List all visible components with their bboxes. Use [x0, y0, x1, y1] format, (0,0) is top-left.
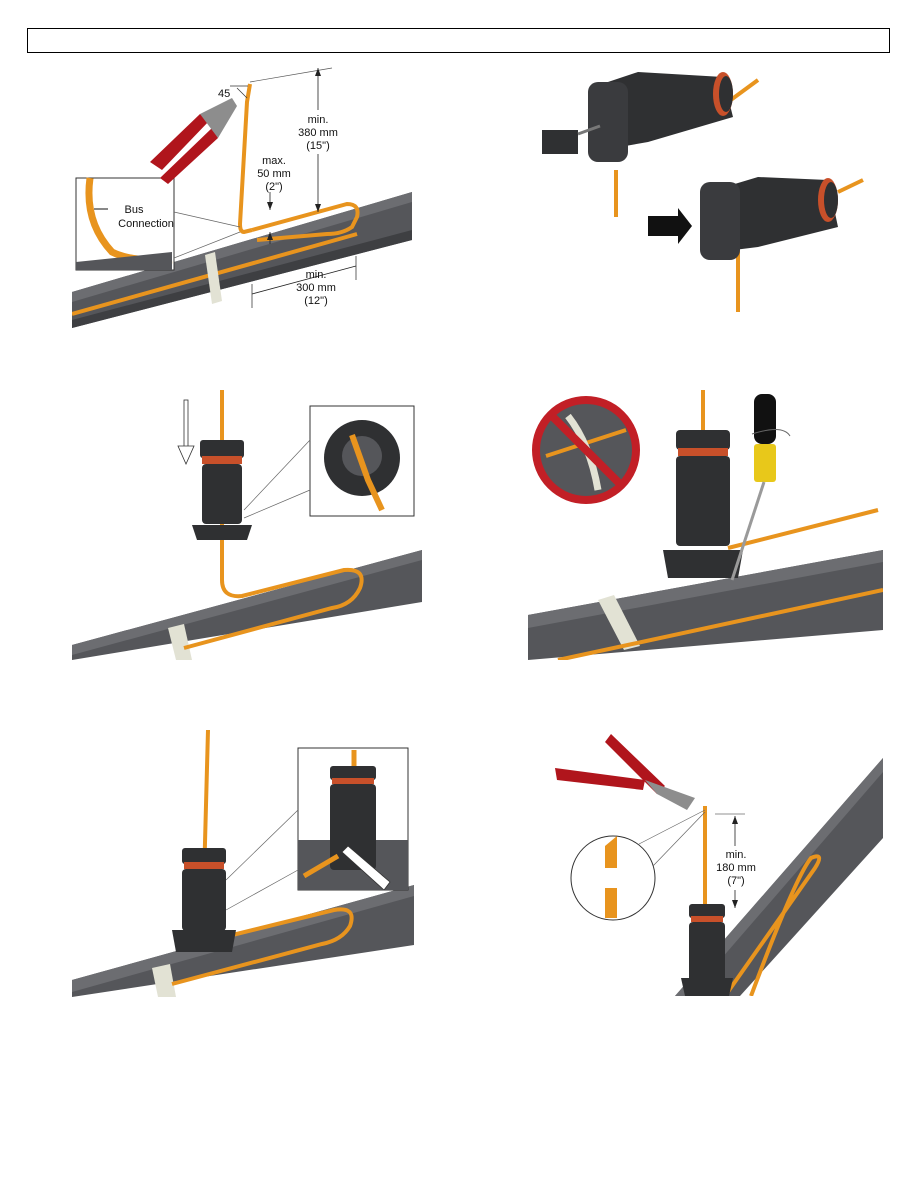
step2-panel	[528, 62, 883, 317]
dim-height-value: 380 mm	[298, 127, 338, 139]
zoom-inset-icon	[570, 809, 706, 921]
zoom-inset-icon	[225, 747, 409, 911]
header-box	[27, 28, 890, 53]
dim-length-value: 300 mm	[296, 282, 336, 294]
dim-bend-inches: (2")	[265, 181, 282, 193]
angle-label: 45	[218, 88, 230, 100]
connector-body-icon	[663, 430, 743, 578]
step5-panel	[72, 730, 414, 997]
cutter-pliers-icon	[555, 734, 695, 810]
heating-cable	[557, 390, 883, 660]
cutter-pliers-icon	[150, 98, 237, 184]
screwdriver-icon	[730, 394, 791, 581]
pipe-strap	[205, 252, 222, 304]
grommet-icon	[542, 124, 601, 154]
step1-panel: Bus Connection 45 min. 380 mm (15")	[72, 62, 412, 328]
connector-body-icon	[681, 904, 733, 996]
bus-connection-inset: Bus Connection	[75, 177, 241, 271]
connection-label: Connection	[118, 218, 174, 230]
pipe	[72, 550, 422, 660]
dim-bend: max. 50 mm (2")	[257, 155, 291, 244]
dim-bend-max: max.	[262, 155, 286, 167]
pipe	[72, 885, 414, 997]
heating-cable	[183, 390, 364, 650]
dim-cut-value: 180 mm	[716, 862, 756, 874]
connector-body-icon	[588, 72, 733, 162]
dim-length-inches: (12")	[304, 295, 327, 307]
dim-height-min: min.	[308, 114, 329, 126]
pipe-strap	[152, 964, 176, 997]
dim-bend-value: 50 mm	[257, 168, 291, 180]
prohibited-icon	[532, 396, 640, 504]
pipe	[72, 192, 412, 328]
dim-length-min: min.	[306, 269, 327, 281]
connector-body-assembled	[700, 177, 838, 260]
dim-cut-min: min.	[726, 849, 747, 861]
dim-height-inches: (15")	[306, 140, 329, 152]
dim-cut-inches: (7")	[727, 875, 744, 887]
bus-label: Bus	[125, 204, 144, 216]
step6-panel: min. 180 mm (7")	[555, 728, 883, 996]
pipe-strap	[598, 595, 640, 650]
dim-cut: min. 180 mm (7")	[713, 813, 759, 908]
dim-height: min. 380 mm (15")	[249, 67, 344, 212]
pipe-strap	[168, 624, 192, 660]
connector-body-icon	[192, 440, 252, 540]
zoom-inset-icon	[243, 405, 415, 519]
connector-body-icon	[172, 848, 236, 952]
heating-cable	[703, 806, 822, 996]
arrow-pointer-icon	[341, 845, 391, 891]
step3-panel	[72, 390, 422, 660]
arrow-down-icon	[177, 399, 195, 465]
pipe	[675, 758, 883, 996]
arrow-right-icon	[648, 208, 692, 244]
step4-panel	[528, 390, 883, 660]
dim-length: min. 300 mm (12")	[251, 256, 357, 308]
